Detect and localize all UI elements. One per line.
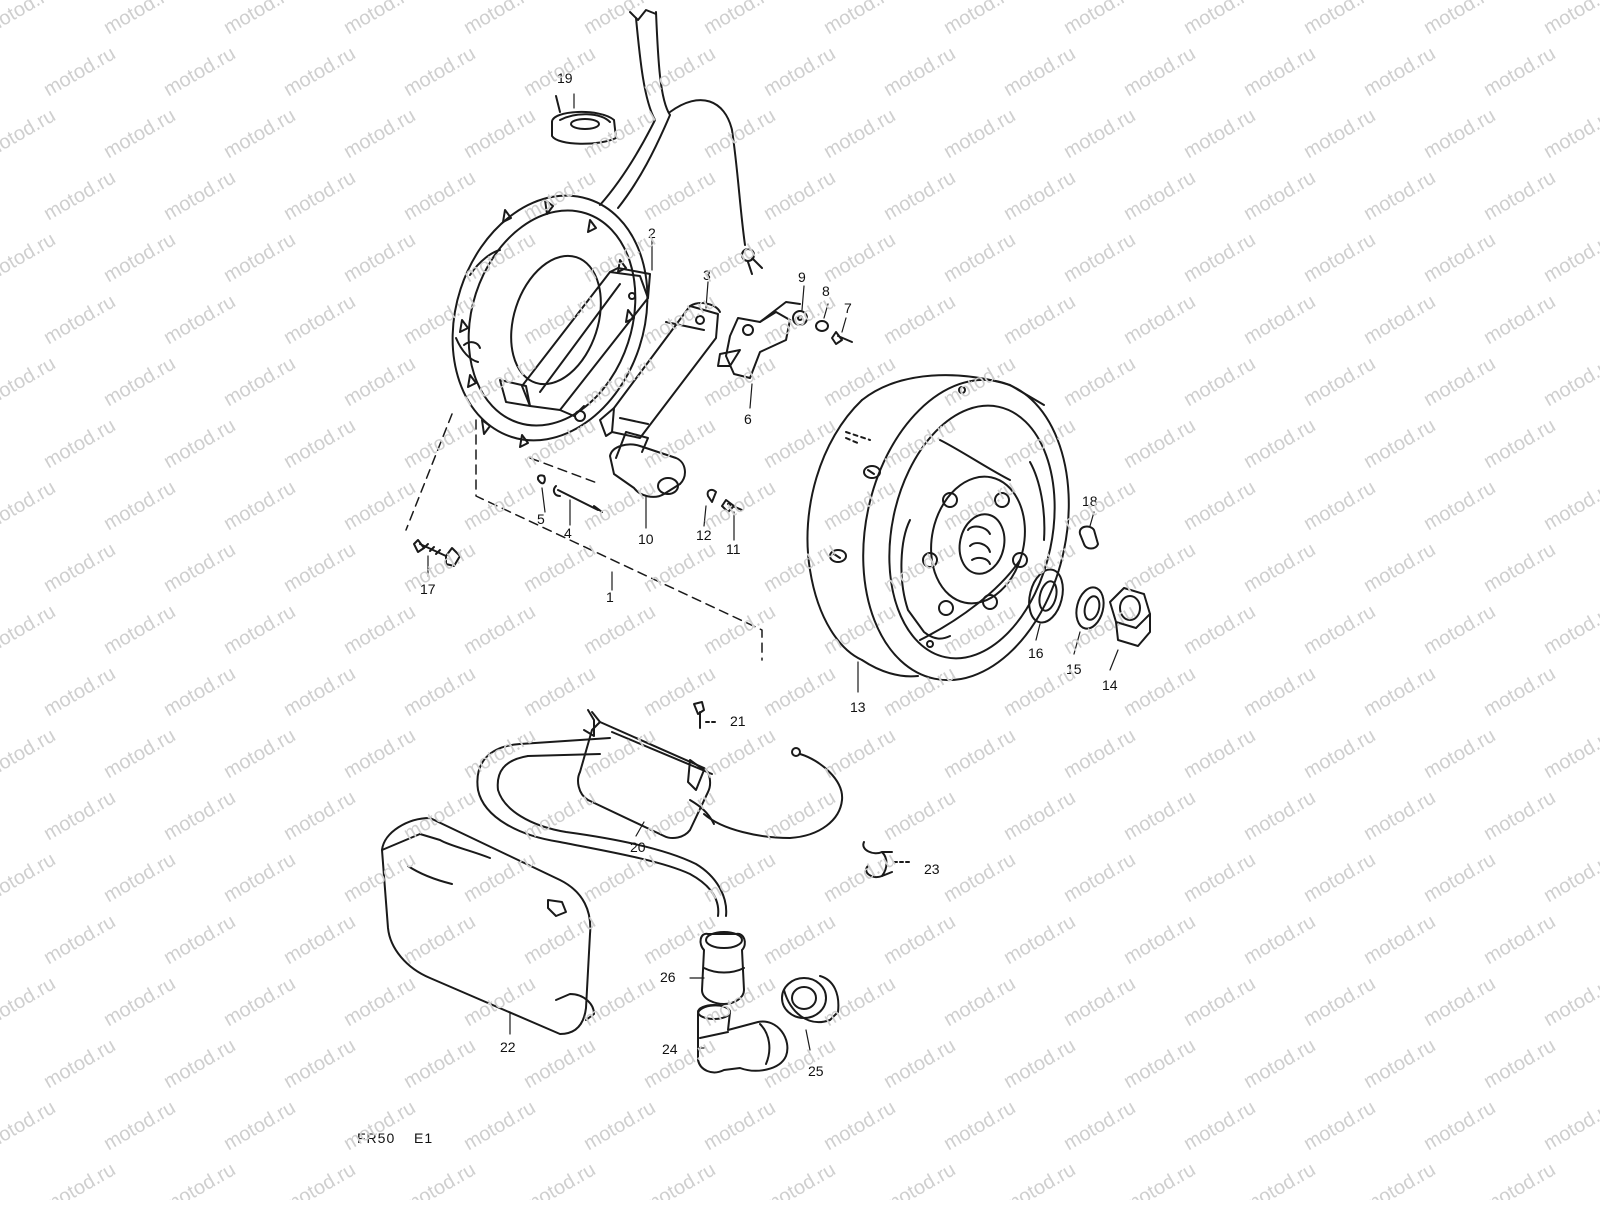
part-label-11: 11	[726, 541, 741, 557]
ground-wire	[669, 99, 763, 275]
cap-cover-26	[699, 931, 746, 1005]
part-label-8: 8	[822, 283, 830, 299]
model-code: FR50	[357, 1130, 396, 1146]
screws-washers	[413, 310, 853, 567]
part-label-15: 15	[1066, 661, 1082, 677]
part-label-20: 20	[630, 839, 646, 855]
cover-22	[381, 817, 595, 1035]
plug-cap-24	[697, 1004, 789, 1074]
screw-21	[693, 701, 719, 729]
ht-lead-upper	[599, 9, 671, 209]
key-18	[1078, 525, 1099, 550]
variant-code: E1	[414, 1130, 434, 1146]
part-label-2: 2	[648, 225, 656, 241]
part-label-1: 1	[606, 589, 614, 605]
part-label-19: 19	[557, 70, 573, 86]
nut-14	[1109, 587, 1151, 647]
clamp-23	[862, 841, 913, 878]
part-label-10: 10	[638, 531, 654, 547]
part-label-18: 18	[1082, 493, 1098, 509]
part-label-22: 22	[500, 1039, 516, 1055]
part-label-17: 17	[420, 581, 436, 597]
spring-washer-15	[1075, 586, 1105, 630]
part-label-5: 5	[537, 511, 545, 527]
part-label-16: 16	[1028, 645, 1044, 661]
part-label-13: 13	[850, 699, 866, 715]
lighting-coil	[499, 267, 651, 422]
assembly-bracket	[405, 413, 763, 661]
ht-lead-lower	[476, 737, 728, 917]
part-label-4: 4	[564, 525, 572, 541]
part-label-23: 23	[924, 861, 940, 877]
part-label-3: 3	[703, 267, 711, 283]
part-label-6: 6	[744, 411, 752, 427]
stator-plate	[451, 194, 649, 448]
grommet-19	[551, 95, 617, 145]
part-label-25: 25	[808, 1063, 824, 1079]
seal-25	[781, 975, 840, 1023]
part-label-21: 21	[730, 713, 746, 729]
part-label-14: 14	[1102, 677, 1118, 693]
part-label-24: 24	[662, 1041, 678, 1057]
washer-16	[1028, 568, 1064, 624]
ignition-coil	[599, 302, 721, 439]
part-label-26: 26	[660, 969, 676, 985]
leader-lines	[427, 93, 1119, 1051]
part-label-12: 12	[696, 527, 712, 543]
condenser	[609, 431, 686, 498]
part-label-9: 9	[798, 269, 806, 285]
ht-ignition-coil	[577, 709, 844, 839]
flywheel-rotor	[806, 374, 1070, 682]
part-label-7: 7	[844, 300, 852, 316]
contact-breaker	[717, 301, 801, 379]
